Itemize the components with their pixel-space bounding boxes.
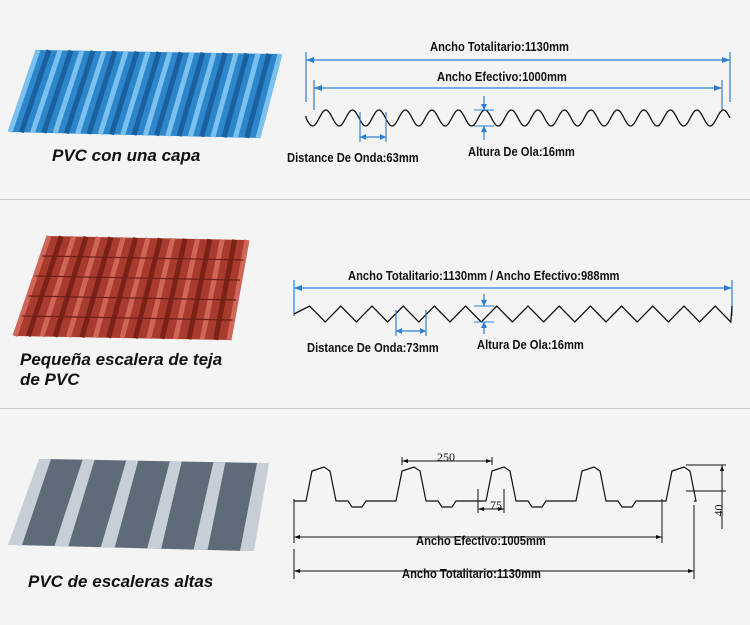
product-name-line2: de PVC xyxy=(20,370,80,389)
pitch-label: 250 xyxy=(437,450,455,464)
wave-distance-label: Distance De Onda:63mm xyxy=(287,150,419,165)
product-name: PVC de escaleras altas xyxy=(28,572,214,591)
gray-trapezoidal-sheet-image xyxy=(8,459,269,551)
panel-pvc-small-step-tile: Pequeña escalera de teja de PVC Ancho To… xyxy=(0,200,750,407)
divider xyxy=(0,408,750,409)
panel-pvc-one-layer: PVC con una capa Ancho Totalitario:1130m… xyxy=(0,0,750,198)
product-name-line1: Pequeña escalera de teja xyxy=(20,350,223,369)
wave-height-label: Altura De Ola:16mm xyxy=(468,144,575,159)
red-tile-sheet-image xyxy=(12,235,250,341)
product-name: PVC con una capa xyxy=(52,146,201,165)
crest-width-label: 75 xyxy=(490,498,502,512)
divider xyxy=(0,199,750,200)
profile-diagram xyxy=(293,280,733,336)
total-width-label: Ancho Totalitario:1130mm xyxy=(402,566,541,581)
wave-distance-label: Distance De Onda:73mm xyxy=(307,340,439,355)
profile-diagram xyxy=(305,52,731,142)
effective-width-label: Ancho Efectivo:1000mm xyxy=(437,69,567,84)
total-effective-width-label: Ancho Totalitario:1130mm / Ancho Efectiv… xyxy=(348,268,620,283)
total-width-label: Ancho Totalitario:1130mm xyxy=(430,39,569,54)
wave-height-label: Altura De Ola:16mm xyxy=(477,337,584,352)
profile-diagram xyxy=(293,457,726,579)
panel-pvc-high-step: PVC de escaleras altas 250 75 40 An xyxy=(0,409,750,625)
height-label: 40 xyxy=(711,504,726,517)
effective-width-label: Ancho Efectivo:1005mm xyxy=(416,533,546,548)
blue-corrugated-sheet-image xyxy=(7,49,283,139)
